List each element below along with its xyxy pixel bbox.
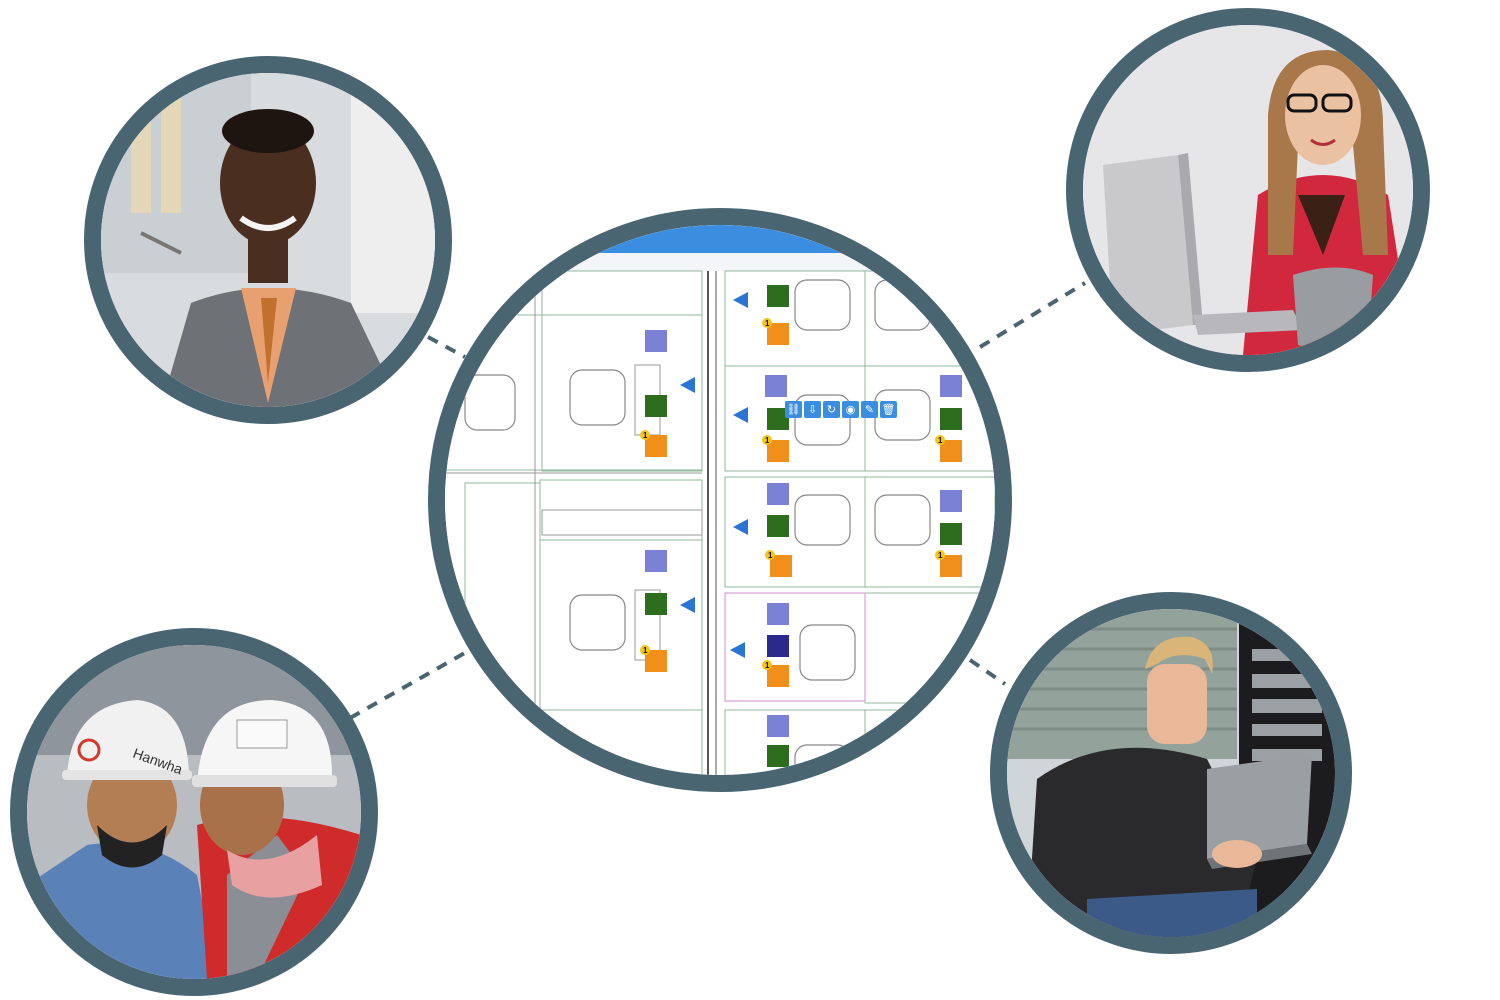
device-icons bbox=[645, 285, 962, 767]
portrait-construction-workers: Hanwha bbox=[10, 628, 378, 996]
phone-badge: 1 bbox=[643, 431, 648, 440]
phone-badge: 1 bbox=[765, 436, 770, 445]
attach-icon[interactable]: ✎ bbox=[861, 401, 878, 418]
access-point-icon bbox=[680, 377, 695, 393]
workers-photo: Hanwha bbox=[27, 645, 361, 979]
monitor-icon bbox=[767, 603, 789, 625]
phone-badge: 1 bbox=[643, 646, 648, 655]
download-icon[interactable]: ⇩ bbox=[804, 401, 821, 418]
computer-icon bbox=[645, 593, 667, 615]
computer-icon bbox=[767, 515, 789, 537]
device-action-toolbar: ⛓ ⇩ ↻ ◉ ✎ 🗑 bbox=[785, 401, 897, 418]
camera-icon[interactable]: ◉ bbox=[842, 401, 859, 418]
access-point-icon bbox=[680, 597, 695, 613]
portrait-it-technician bbox=[990, 592, 1352, 954]
phone-icon bbox=[767, 665, 789, 687]
portrait-businessman bbox=[84, 56, 452, 424]
phone-badge: 1 bbox=[768, 551, 773, 560]
businessman-photo bbox=[101, 73, 435, 407]
refresh-icon[interactable]: ↻ bbox=[823, 401, 840, 418]
monitor-icon bbox=[767, 483, 789, 505]
monitor-icon bbox=[765, 375, 787, 397]
portrait-woman-laptop bbox=[1066, 8, 1430, 372]
phone-badge: 1 bbox=[765, 319, 770, 328]
trash-icon[interactable]: 🗑 bbox=[880, 401, 897, 418]
phone-icon bbox=[770, 555, 792, 577]
monitor-icon bbox=[940, 490, 962, 512]
computer-icon bbox=[767, 745, 789, 767]
phone-icon bbox=[940, 440, 962, 462]
phone-icon bbox=[767, 323, 789, 345]
floor-plan-circle: 1 1 1 1 1 1 1 1 ⛓ ⇩ ↻ ◉ ✎ 🗑 bbox=[428, 208, 1012, 792]
computer-icon bbox=[940, 523, 962, 545]
window-title-bar bbox=[525, 225, 945, 253]
floor-plan: 1 1 1 1 1 1 1 1 bbox=[445, 225, 995, 775]
link-icon[interactable]: ⛓ bbox=[785, 401, 802, 418]
monitor-icon bbox=[645, 550, 667, 572]
router-icon bbox=[767, 635, 789, 657]
phone-badges: 1 1 1 1 1 1 1 1 bbox=[640, 318, 945, 670]
computer-icon bbox=[767, 408, 789, 430]
phone-badge: 1 bbox=[938, 436, 943, 445]
technician-photo bbox=[1007, 609, 1335, 937]
monitor-icon bbox=[645, 330, 667, 352]
computer-icon bbox=[767, 285, 789, 307]
phone-icon bbox=[645, 435, 667, 457]
phone-badge: 1 bbox=[938, 551, 943, 560]
monitor-icon bbox=[940, 375, 962, 397]
monitor-icon bbox=[767, 715, 789, 737]
phone-icon bbox=[940, 555, 962, 577]
access-point-icon bbox=[730, 642, 745, 658]
phone-icon bbox=[767, 440, 789, 462]
computer-icon bbox=[645, 395, 667, 417]
access-point-icon bbox=[733, 519, 748, 535]
computer-icon bbox=[940, 408, 962, 430]
access-point-icon bbox=[733, 292, 748, 308]
woman-photo bbox=[1083, 25, 1413, 355]
phone-icon bbox=[645, 650, 667, 672]
phone-badge: 1 bbox=[765, 661, 770, 670]
access-point-icon bbox=[733, 407, 748, 423]
connector-top-right bbox=[978, 281, 1087, 349]
